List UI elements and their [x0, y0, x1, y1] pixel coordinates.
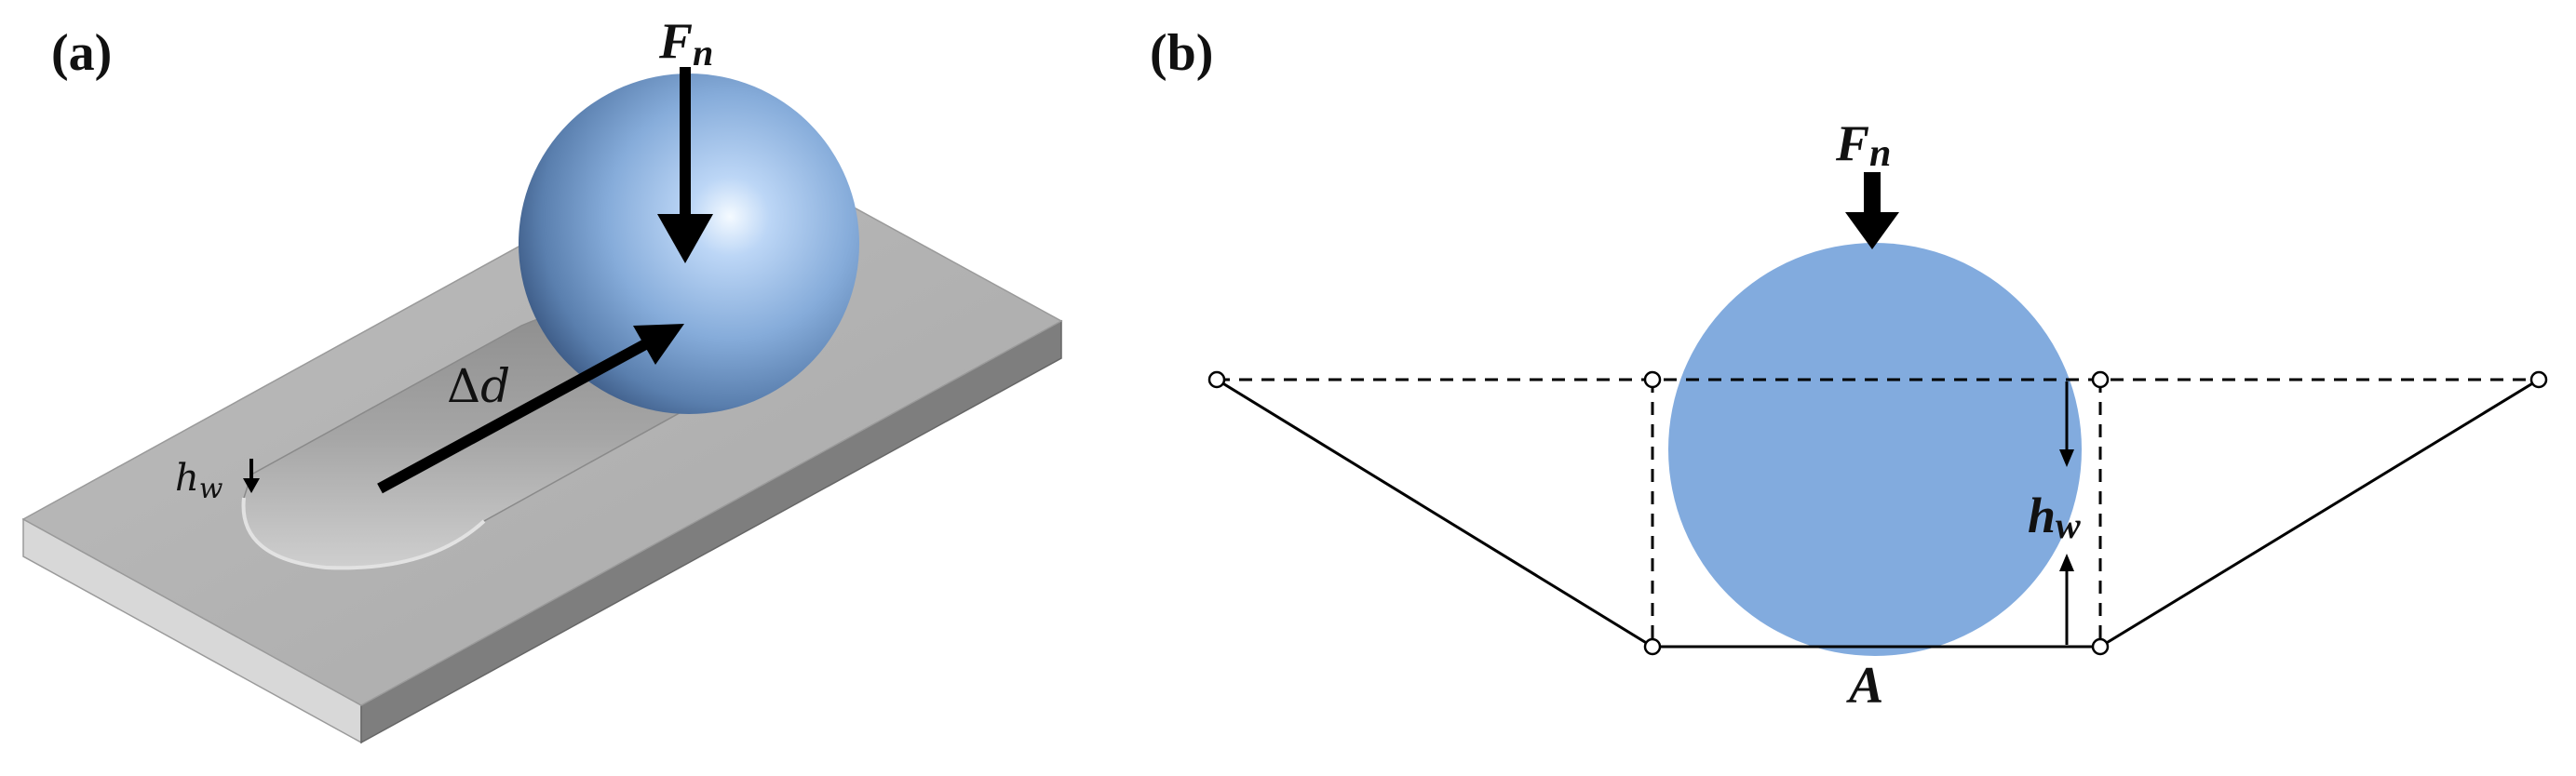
force-label-b: Fn	[1835, 115, 1891, 175]
node-right-top	[2529, 370, 2548, 389]
node-groove-left-top	[1643, 370, 1662, 389]
node-left-top	[1207, 370, 1226, 389]
node-groove-right-top	[2091, 370, 2110, 389]
normal-force-arrow	[657, 67, 713, 263]
profile-nodes	[1207, 370, 2548, 656]
wear-depth-arrow-a	[243, 459, 260, 493]
displacement-label: Δd	[447, 359, 510, 413]
panel-b: (b) Fn	[1150, 24, 2548, 715]
node-groove-right-bottom	[2091, 637, 2110, 656]
sphere-cross-section	[1668, 243, 2082, 656]
node-groove-left-bottom	[1643, 637, 1662, 656]
panel-a: (a) Fn Δd	[21, 13, 1063, 744]
wear-depth-label-b: hw	[2028, 488, 2081, 546]
wear-depth-arrow-down	[2059, 381, 2074, 467]
wear-depth-label-a: hw	[175, 457, 223, 505]
normal-force-arrow-b	[1845, 172, 1899, 249]
area-label: A	[1846, 657, 1883, 715]
wear-depth-arrow-up	[2059, 554, 2074, 645]
panel-a-label: (a)	[51, 24, 112, 82]
worn-profile	[1216, 378, 2540, 649]
displacement-arrow	[377, 324, 684, 494]
groove-lower-rim	[241, 497, 486, 570]
force-label-a: Fn	[658, 13, 713, 74]
panel-b-label: (b)	[1150, 24, 1213, 82]
